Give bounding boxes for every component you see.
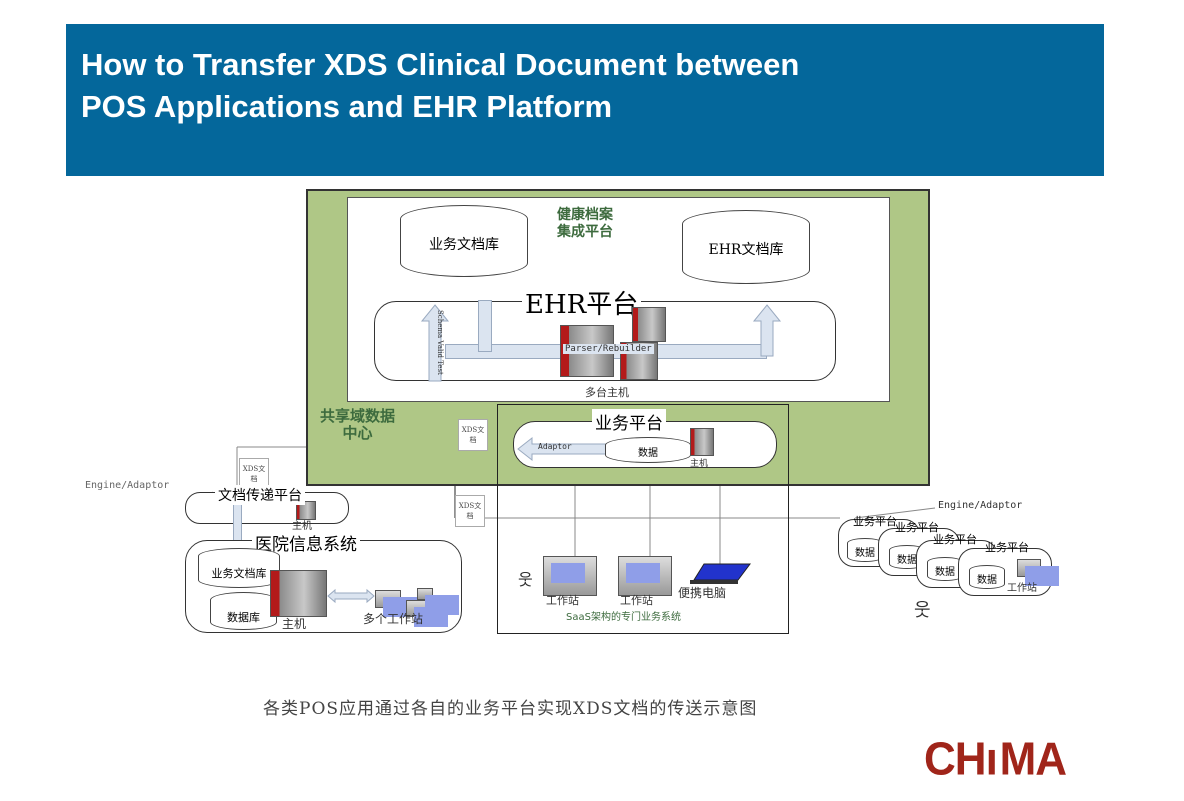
shared-domain-label: 共享域数据中心 [320,407,396,442]
doc-transfer-platform-title: 文档传递平台 [215,485,305,505]
server-icon [632,307,666,342]
ehr-doc-store-cylinder: EHR文档库 [682,210,810,284]
schema-valid-test-label: Schema Valid Test [436,310,444,375]
workstation-icon [618,556,672,596]
data-label: 数据 [935,567,955,578]
saas-system-label: SaaS架构的专门业务系统 [566,612,681,623]
schema-valid-up-arrow [420,304,450,382]
xds-doc-icon: XDS文档 [458,419,488,451]
server-icon [296,501,316,520]
host-label: 主机 [690,459,709,469]
business-doc-store-label: 业务文档库 [429,237,499,253]
data-cylinder: 数据 [605,437,691,463]
server-icon [690,428,714,456]
host-label: 主机 [282,617,307,631]
person-icon: 웃 [914,600,931,621]
adaptor-label: Adaptor [538,442,572,451]
ehr-integration-label: 健康档案集成平台 [557,207,613,240]
laptop-label: 便携电脑 [678,586,727,600]
engine-adaptor-label: Engine/Adaptor [85,480,170,491]
chima-logo: CHıMA [924,733,1067,786]
host-label: 主机 [292,521,312,532]
parser-rebuilder-label: Parser/Rebuilder [563,344,654,354]
business-platform-title: 业务平台 [985,541,1029,554]
server-icon [270,570,327,617]
slide-header [66,24,1104,176]
business-doc-store-cylinder: 业务文档库 [198,548,280,588]
business-platform-title: 业务平台 [592,409,666,434]
database-label: 数据库 [227,611,260,624]
workstation-label: 工作站 [620,594,653,607]
data-label: 数据 [977,575,997,586]
data-cylinder: 数据 [927,557,963,581]
slide-title: How to Transfer XDS Clinical Document be… [81,44,799,128]
database-cylinder: 数据库 [210,592,277,630]
business-doc-store-cylinder: 业务文档库 [400,205,528,277]
data-cylinder: 数据 [969,565,1005,589]
parser-input-arrow [478,300,492,352]
xds-doc-icon: XDS文档 [455,495,485,527]
multiple-hosts-label: 多台主机 [585,386,629,399]
bidirectional-arrow [327,588,375,604]
data-label: 数据 [855,548,875,559]
business-platform-title: 业务平台 [895,521,939,534]
data-label: 数据 [897,555,917,566]
title-line-1: How to Transfer XDS Clinical Document be… [81,47,800,82]
workstation-icon [375,590,417,617]
business-doc-store-label: 业务文档库 [211,567,267,580]
title-line-2: POS Applications and EHR Platform [81,89,613,124]
engine-adaptor-label: Engine/Adaptor [938,500,1023,511]
data-label: 数据 [638,448,658,459]
multiple-workstations-label: 多个工作站 [363,612,424,626]
saas-system-box [497,404,789,634]
workstation-icon [417,588,459,615]
ehr-platform-title: EHR平台 [522,284,642,321]
workstation-label: 工作站 [546,594,579,607]
xds-doc-icon: XDS文档 [239,458,269,490]
laptop-icon [690,563,751,584]
workstation-label: 工作站 [1007,583,1037,594]
diagram-caption: 各类POS应用通过各自的业务平台实现XDS文档的传送示意图 [263,699,758,719]
ehr-doc-store-label: EHR文档库 [708,242,784,258]
business-platform-box: 数据工作站 [958,548,1059,596]
workstation-icon [1017,559,1059,586]
ehr-up-arrow [752,304,782,357]
business-platform-title: 业务平台 [933,533,977,546]
person-icon: 웃 [518,570,533,589]
business-platform-title: 业务平台 [853,515,897,528]
workstation-icon [543,556,597,596]
